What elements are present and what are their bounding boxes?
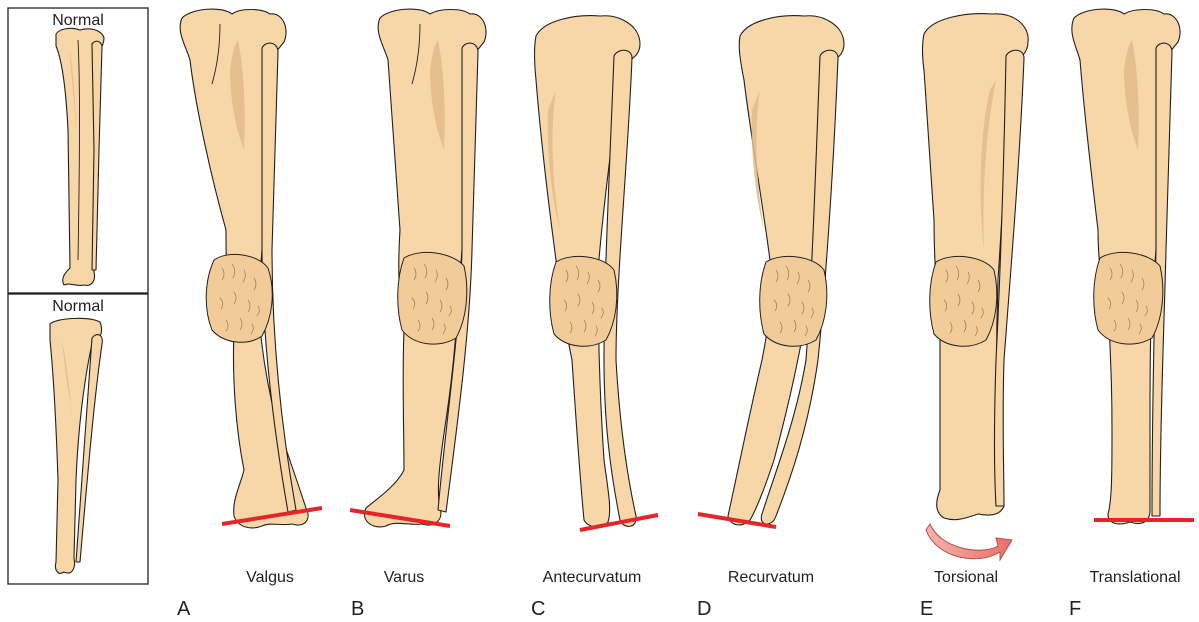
fracture-callus: [206, 254, 272, 342]
deformity-label: Valgus: [246, 569, 294, 586]
bone-antecurvatum: [535, 16, 659, 530]
normal-label-bottom: Normal: [52, 298, 104, 315]
fracture-callus: [550, 256, 617, 346]
panel-letters: A B C D E F: [177, 598, 1081, 620]
fracture-callus: [1094, 252, 1163, 344]
bone-valgus: [180, 9, 322, 528]
fracture-callus: [398, 252, 467, 344]
panel-letter: E: [920, 598, 933, 620]
rotation-arrow-icon: [926, 524, 1012, 560]
deformity-label: Torsional: [934, 569, 998, 586]
bone-recurvatum: [698, 16, 844, 527]
normal-panel-top: Normal: [8, 8, 148, 293]
deformity-labels: Valgus Varus Antecurvatum Recurvatum Tor…: [246, 569, 1180, 586]
panel-letter: C: [531, 598, 545, 620]
panel-letter: F: [1069, 598, 1081, 620]
panel-letter: A: [177, 598, 191, 620]
bone-varus: [350, 9, 486, 527]
bone-translational: [1072, 9, 1194, 524]
bone-torsional: [923, 14, 1029, 560]
normal-label-top: Normal: [52, 12, 104, 29]
deformity-label: Recurvatum: [728, 569, 814, 586]
fracture-callus: [760, 256, 827, 346]
deformity-label: Varus: [384, 569, 425, 586]
normal-panel-bottom: Normal: [8, 294, 148, 584]
fracture-callus: [930, 256, 997, 346]
deformity-label: Translational: [1089, 569, 1180, 586]
deformity-label: Antecurvatum: [543, 569, 642, 586]
panel-letter: D: [697, 598, 711, 620]
panel-letter: B: [351, 598, 364, 620]
